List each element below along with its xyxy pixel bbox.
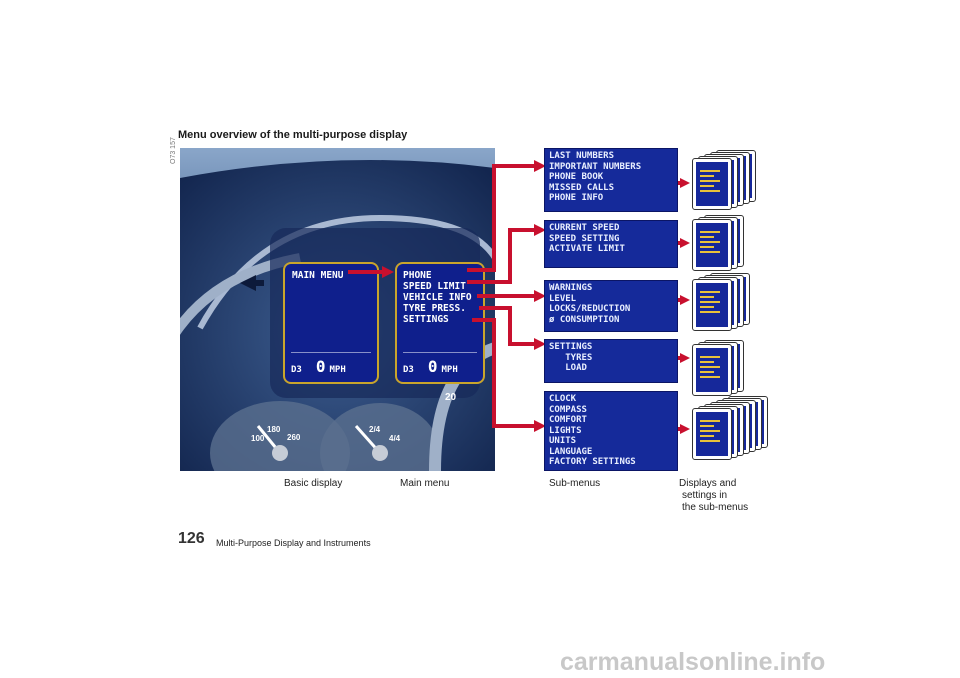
submenu-phone: LAST NUMBERS IMPORTANT NUMBERS PHONE BOO… <box>544 148 678 212</box>
menu-item-vehicle-info: VEHICLE INFO <box>403 292 472 303</box>
submenu-row: PHONE INFO <box>549 193 604 203</box>
main-menu-lcd: PHONE SPEED LIMIT VEHICLE INFO TYRE PRES… <box>395 262 485 384</box>
caption-displays-line2: settings in <box>682 490 728 501</box>
speed-value: 0 <box>315 357 326 376</box>
display-card <box>692 344 732 396</box>
submenu-row: ACTIVATE LIMIT <box>549 244 625 254</box>
submenu-row: LOCKS/REDUCTION <box>549 304 631 314</box>
submenu-row: LANGUAGE <box>549 446 593 457</box>
submenu-row: MISSED CALLS <box>549 182 615 193</box>
submenu-row: LIGHTS <box>549 425 582 436</box>
submenu-row: ø CONSUMPTION <box>549 314 620 325</box>
gauge-label: 20 <box>445 392 457 403</box>
submenu-settings: CLOCK COMPASS COMFORT LIGHTS UNITS LANGU… <box>544 391 678 471</box>
submenu-row: SETTINGS <box>549 342 593 352</box>
page-heading: Menu overview of the multi-purpose displ… <box>178 129 408 141</box>
menu-item-speed-limit: SPEED LIMIT <box>403 281 466 292</box>
gauge-label: 4/4 <box>389 434 401 443</box>
speed-unit: MPH <box>329 365 346 375</box>
menu-item-settings: SETTINGS <box>403 314 449 325</box>
caption-main-menu: Main menu <box>400 478 450 489</box>
left-gauge-ring <box>180 253 301 336</box>
display-card <box>692 219 732 271</box>
submenu-row: WARNINGS <box>549 283 593 293</box>
speed-value: 0 <box>427 357 438 376</box>
submenu-row: FACTORY SETTINGS <box>549 457 636 467</box>
gear-indicator: D3 <box>403 365 414 375</box>
submenu-row: LEVEL <box>549 293 577 304</box>
fuel-gauge <box>320 403 440 471</box>
temp-gauge <box>210 401 350 471</box>
menu-item-phone: PHONE <box>403 270 432 281</box>
section-title: Multi-Purpose Display and Instruments <box>216 538 371 548</box>
submenu-row: CURRENT SPEED <box>549 223 620 233</box>
gauge-label: 100 <box>251 434 265 443</box>
submenu-row: COMFORT <box>549 415 587 425</box>
caption-displays-line3: the sub-menus <box>682 502 749 513</box>
display-card <box>692 279 732 331</box>
gauge-label: 260 <box>287 433 301 442</box>
arrow-marker-icon <box>240 275 264 291</box>
submenu-row: CLOCK <box>549 394 577 404</box>
submenu-row: LOAD <box>549 363 587 373</box>
submenu-row: UNITS <box>549 436 577 446</box>
submenu-row: TYRES <box>549 352 593 363</box>
page-number: 126 <box>178 530 205 547</box>
speed-unit: MPH <box>441 365 458 375</box>
submenu-row: COMPASS <box>549 404 587 415</box>
submenu-row: PHONE BOOK <box>549 172 604 182</box>
caption-basic-display: Basic display <box>284 478 343 489</box>
gear-indicator: D3 <box>291 365 302 375</box>
watermark: carmanualsonline.info <box>560 648 826 676</box>
display-card <box>692 158 732 210</box>
submenu-vehicle-info: WARNINGS LEVEL LOCKS/REDUCTION ø CONSUMP… <box>544 280 678 332</box>
submenu-row: LAST NUMBERS <box>549 151 615 161</box>
display-card <box>692 408 732 460</box>
menu-item-tyre-press: TYRE PRESS. <box>403 303 466 314</box>
submenu-speed-limit: CURRENT SPEED SPEED SETTING ACTIVATE LIM… <box>544 220 678 268</box>
caption-displays-line1: Displays and <box>679 478 737 489</box>
submenu-tyre-press: SETTINGS TYRES LOAD <box>544 339 678 383</box>
caption-sub-menus: Sub-menus <box>549 478 601 489</box>
gauge-label: 2/4 <box>369 425 381 434</box>
submenu-row: IMPORTANT NUMBERS <box>549 161 642 172</box>
main-menu-label: MAIN MENU <box>292 270 344 281</box>
gauge-label: 180 <box>267 425 281 434</box>
submenu-row: SPEED SETTING <box>549 233 620 244</box>
